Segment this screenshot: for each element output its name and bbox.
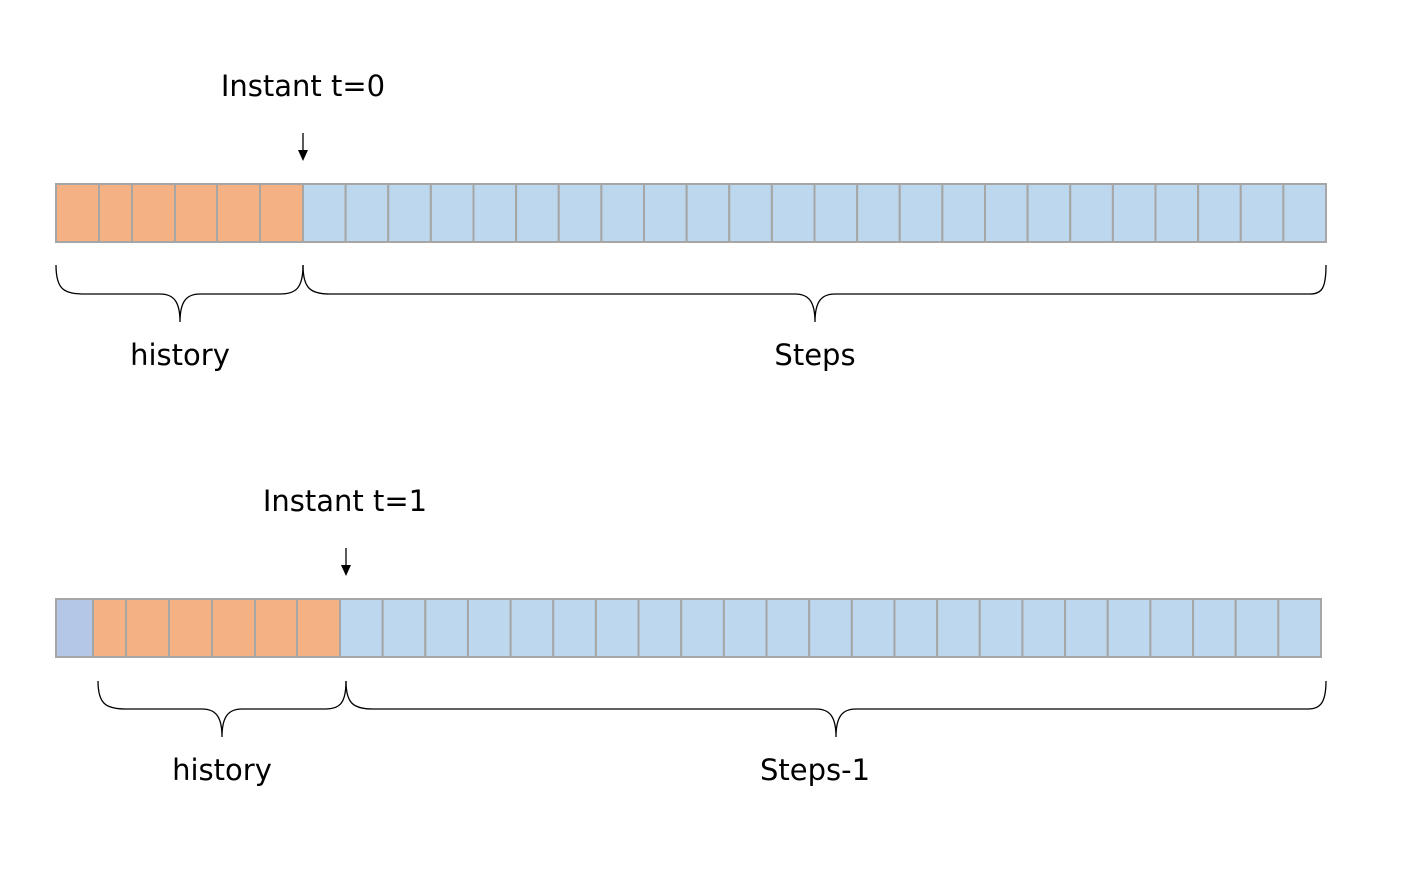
history-cell <box>168 598 213 658</box>
step-cell <box>429 183 475 243</box>
step-cell <box>936 598 981 658</box>
step-cell <box>1282 183 1327 243</box>
history-cell <box>216 183 261 243</box>
step-cell <box>557 183 603 243</box>
step-cell <box>856 183 901 243</box>
step-cell <box>515 183 560 243</box>
step-cell <box>344 183 390 243</box>
step-cell <box>685 183 731 243</box>
cell-strip-t1 <box>55 598 1322 658</box>
arrow-down-icon <box>341 548 351 576</box>
row-t1: Instant t=1 history Steps-1 <box>55 484 1327 787</box>
step-cell <box>941 183 986 243</box>
steps-brace-t1 <box>345 680 1327 738</box>
step-cell <box>552 598 597 658</box>
step-cell <box>1111 183 1157 243</box>
step-cell <box>1021 598 1067 658</box>
step-cell <box>472 183 518 243</box>
history-cell <box>254 598 298 658</box>
history-cell <box>174 183 218 243</box>
step-cell <box>808 598 853 658</box>
step-cell <box>381 598 427 658</box>
step-cell <box>466 598 512 658</box>
history-cell <box>55 183 100 243</box>
step-cell <box>302 183 347 243</box>
arrow-down-icon <box>298 133 308 161</box>
step-cell <box>978 598 1024 658</box>
step-cell <box>722 598 768 658</box>
step-cell <box>728 183 773 243</box>
step-cell <box>424 598 469 658</box>
step-cell <box>637 598 683 658</box>
step-cell <box>1192 598 1237 658</box>
step-cell <box>770 183 816 243</box>
history-cell <box>211 598 256 658</box>
steps-label-t1: Steps-1 <box>760 753 870 787</box>
history-brace-t0 <box>55 264 304 323</box>
step-cell <box>1149 598 1195 658</box>
step-cell <box>984 183 1029 243</box>
step-cell <box>893 598 939 658</box>
step-cell <box>1026 183 1072 243</box>
dropped-cell <box>55 598 94 658</box>
row-t0: Instant t=0 history Steps <box>55 69 1327 372</box>
history-cell <box>296 598 341 658</box>
history-cell <box>131 183 176 243</box>
instant-label-t1: Instant t=1 <box>263 484 427 518</box>
history-cell <box>92 598 127 658</box>
step-cell <box>813 183 859 243</box>
cell-strip-t0 <box>55 183 1327 243</box>
step-cell <box>509 598 555 658</box>
history-cell <box>259 183 304 243</box>
history-label-t0: history <box>130 338 230 372</box>
step-cell <box>1064 598 1109 658</box>
step-cell <box>1069 183 1114 243</box>
history-cell <box>125 598 170 658</box>
step-cell <box>600 183 645 243</box>
step-cell <box>1239 183 1285 243</box>
step-cell <box>1277 598 1322 658</box>
steps-label-t0: Steps <box>774 338 855 372</box>
step-cell <box>1197 183 1242 243</box>
step-cell <box>1106 598 1152 658</box>
step-cell <box>387 183 432 243</box>
step-cell <box>765 598 811 658</box>
step-cell <box>339 598 384 658</box>
steps-brace-t0 <box>302 264 1327 323</box>
step-cell <box>850 598 896 658</box>
step-cell <box>1154 183 1200 243</box>
step-cell <box>1234 598 1280 658</box>
step-cell <box>680 598 725 658</box>
step-cell <box>898 183 944 243</box>
instant-label-t0: Instant t=0 <box>221 69 385 103</box>
history-brace-t1 <box>97 680 347 738</box>
history-label-t1: history <box>172 753 272 787</box>
history-cell <box>98 183 133 243</box>
step-cell <box>594 598 640 658</box>
step-cell <box>643 183 688 243</box>
